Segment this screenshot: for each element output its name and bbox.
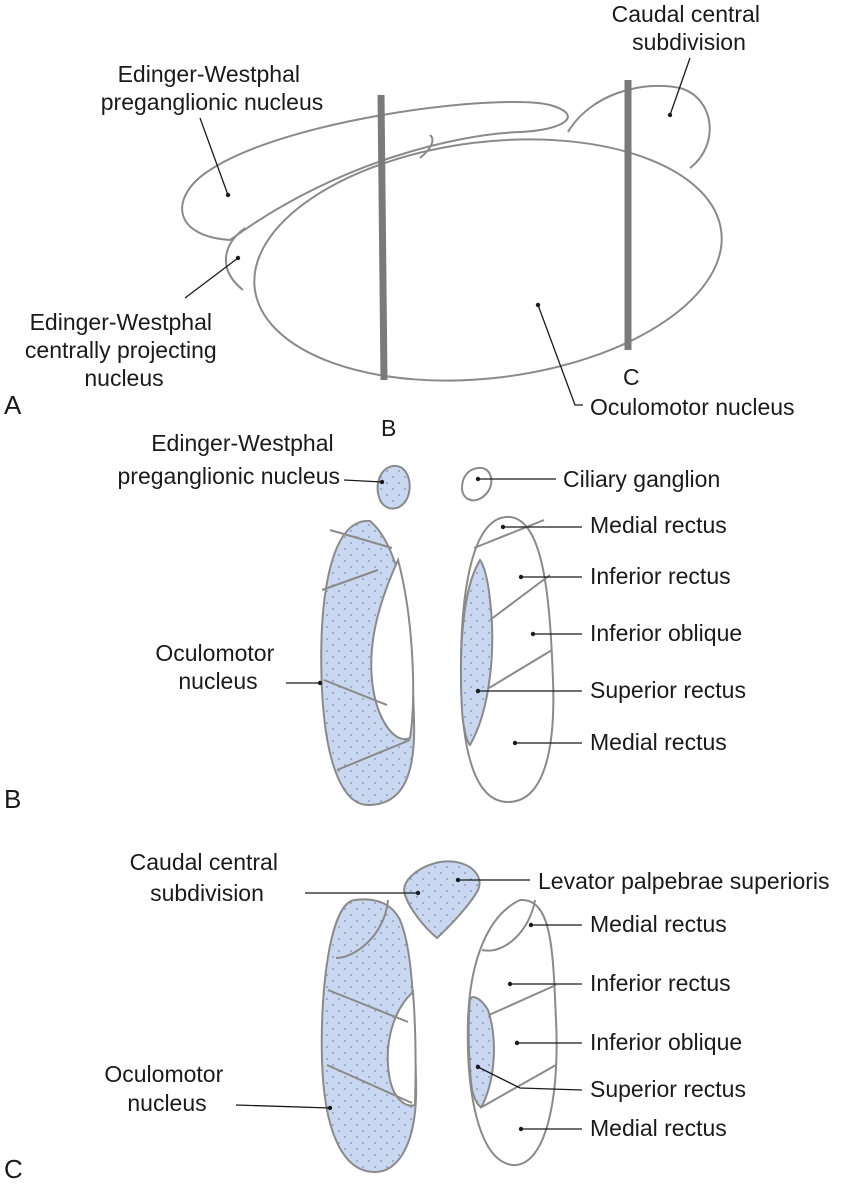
label-oculomotor-b: Oculomotor nucleus	[155, 640, 280, 694]
divider-curve	[481, 899, 536, 952]
panel-letter-c: C	[4, 1154, 23, 1184]
leader-dot	[327, 1105, 333, 1111]
leader-ew-preganglionic-a	[199, 117, 229, 196]
divider-line	[323, 679, 388, 706]
leader-dot	[507, 981, 513, 987]
label-ew-central-a: Edinger-Westphal centrally projecting nu…	[25, 309, 223, 391]
leader-dot	[667, 112, 673, 118]
label-oculomotor-a: Oculomotor nucleus	[590, 394, 795, 420]
divider-line	[321, 569, 379, 591]
label-caudal-central-c: Caudal central subdivision	[130, 849, 285, 906]
label-inferior-oblique-c: Inferior oblique	[590, 1029, 742, 1055]
panel-letter-a: A	[4, 390, 22, 420]
leader-dot	[518, 1126, 524, 1132]
leader-dot	[528, 922, 534, 928]
leader-ew-central-a	[184, 257, 239, 299]
oculomotor-left-notch-c	[386, 989, 417, 1107]
connector-shape-a	[419, 134, 434, 159]
leader-dot	[500, 524, 506, 530]
superior-rectus-region-b	[459, 558, 494, 747]
leader-ew-preganglionic-b	[343, 479, 383, 483]
label-medial-rectus-bottom-c: Medial rectus	[590, 1115, 727, 1141]
panel-letter-b: B	[4, 784, 21, 814]
oculomotor-oval-a	[253, 138, 723, 382]
ew-preganglionic-shape-a	[181, 101, 569, 242]
divider-line	[326, 1064, 413, 1104]
ew-central-shape-a	[225, 227, 246, 291]
label-ew-preganglionic-b: Edinger-Westphal preganglionic nucleus	[118, 430, 341, 489]
caudal-central-shape-c	[403, 860, 481, 940]
label-caudal-central-a: Caudal central subdivision	[612, 1, 767, 55]
ciliary-ganglion-shape-b	[460, 466, 493, 502]
leader-dot	[455, 877, 461, 883]
label-medial-rectus-top-b: Medial rectus	[590, 512, 727, 538]
leader-dot	[235, 255, 241, 261]
leader-oculomotor-c	[235, 1104, 331, 1109]
label-ew-preganglionic-a: Edinger-Westphal preganglionic nucleus	[101, 61, 324, 115]
divider-line	[329, 529, 393, 549]
label-inferior-rectus-c: Inferior rectus	[590, 970, 731, 996]
section-marker-b: B	[381, 415, 396, 441]
label-medial-rectus-top-c: Medial rectus	[590, 911, 727, 937]
leader-dot	[530, 631, 536, 637]
label-oculomotor-c: Oculomotor nucleus	[104, 1061, 229, 1116]
leader-dot	[379, 479, 385, 485]
leader-dot	[475, 688, 481, 694]
leader-dot	[518, 574, 524, 580]
leader-dot	[317, 680, 323, 686]
label-inferior-rectus-b: Inferior rectus	[590, 563, 731, 589]
panel-b: Edinger-Westphal preganglionic nucleus C…	[4, 430, 746, 814]
leader-dot	[512, 740, 518, 746]
oculomotor-left-notch-b	[370, 557, 415, 741]
label-medial-rectus-bottom-b: Medial rectus	[590, 729, 727, 755]
divider-line	[327, 989, 409, 1023]
oculomotor-left-shape-c	[320, 898, 418, 1174]
section-bar-b	[377, 94, 388, 381]
leader-superior-rectus-c	[477, 1066, 583, 1091]
panel-c: Caudal central subdivision Levator palpe…	[4, 849, 830, 1184]
section-marker-c: C	[623, 364, 640, 390]
label-levator-c: Levator palpebrae superioris	[538, 868, 830, 894]
leader-dot	[415, 890, 421, 896]
label-ciliary-ganglion-b: Ciliary ganglion	[563, 466, 720, 492]
leader-dot	[535, 302, 541, 308]
label-superior-rectus-c: Superior rectus	[590, 1076, 746, 1102]
divider-curve	[335, 899, 389, 959]
divider-line	[473, 519, 545, 549]
leader-dot	[225, 192, 231, 198]
panel-a: Edinger-Westphal preganglionic nucleus C…	[4, 1, 795, 441]
leader-caudal-central-a	[669, 57, 691, 116]
label-superior-rectus-b: Superior rectus	[590, 677, 746, 703]
leader-oculomotor-a	[537, 304, 583, 406]
leader-dot	[514, 1040, 520, 1046]
ew-preganglionic-shape-b	[376, 464, 411, 510]
divider-line	[488, 984, 557, 1016]
leader-dot	[475, 476, 481, 482]
divider-line	[488, 649, 553, 689]
divider-line	[336, 739, 411, 771]
oculomotor-right-shape-c	[466, 898, 558, 1167]
label-inferior-oblique-b: Inferior oblique	[590, 620, 742, 646]
divider-line	[489, 574, 551, 621]
leader-dot	[475, 1064, 481, 1070]
